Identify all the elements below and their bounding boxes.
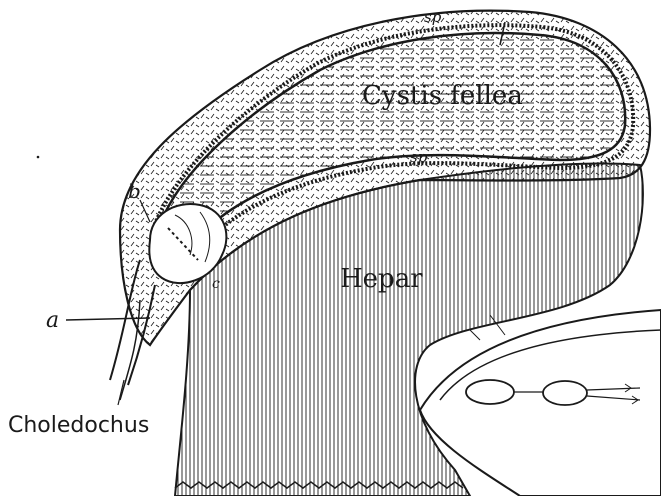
pointer-choledochus xyxy=(118,380,124,405)
label-choledochus: Choledochus xyxy=(8,413,149,438)
label-c: c xyxy=(212,276,220,292)
stray-mark xyxy=(37,156,40,159)
label-a: a xyxy=(46,308,59,333)
label-cystis-fellea: Cystis fellea xyxy=(362,81,523,111)
label-sp-top: sp xyxy=(424,8,442,26)
label-hepar: Hepar xyxy=(340,264,423,294)
label-sp-bottom: sp xyxy=(410,148,428,166)
label-b: b xyxy=(128,179,141,203)
adjacent-organ xyxy=(420,310,661,496)
